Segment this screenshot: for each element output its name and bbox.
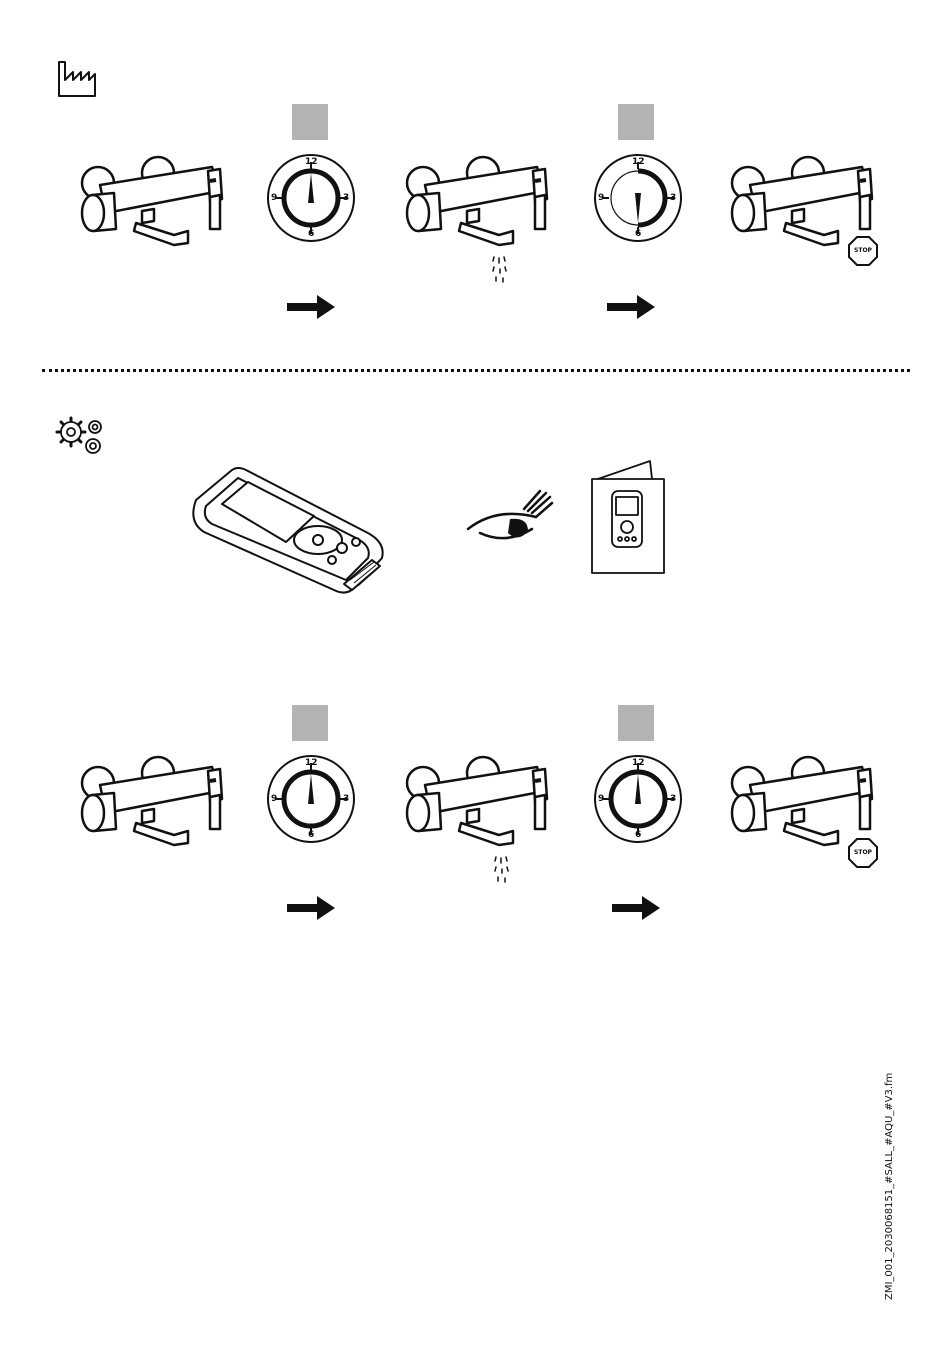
dial-label-9: 9 xyxy=(271,193,277,203)
dial-full: 12 3 6 9 xyxy=(593,754,683,844)
step-box xyxy=(618,705,654,741)
water-drops-icon xyxy=(490,255,510,285)
stop-sign-icon: STOP xyxy=(848,236,878,266)
remote-control-device xyxy=(186,462,396,597)
arrow-right-icon xyxy=(287,295,335,319)
stop-label: STOP xyxy=(848,849,878,856)
dial-label-6: 6 xyxy=(635,830,641,840)
document-code-text: ZMI_001_2030068151_#SALL_#AQU_#V3.fm xyxy=(884,1073,895,1300)
step-box xyxy=(292,705,328,741)
dial-label-9: 9 xyxy=(598,193,604,203)
dial-full: 12 3 6 9 xyxy=(266,153,356,243)
dial-label-12: 12 xyxy=(632,157,645,167)
mixer-illustration xyxy=(70,755,230,855)
mixer-illustration xyxy=(395,755,555,855)
dial-label-12: 12 xyxy=(305,758,318,768)
dial-label-3: 3 xyxy=(343,193,349,203)
arrow-right-icon xyxy=(607,295,655,319)
dial-label-9: 9 xyxy=(598,794,604,804)
section-divider xyxy=(42,369,910,372)
dial-label-6: 6 xyxy=(635,229,641,239)
factory-icon xyxy=(57,60,97,98)
step-box xyxy=(618,104,654,140)
mixer-illustration xyxy=(70,155,230,255)
dial-label-3: 3 xyxy=(343,794,349,804)
dial-label-3: 3 xyxy=(670,794,676,804)
arrow-right-icon xyxy=(287,896,335,920)
eye-icon xyxy=(466,487,554,549)
manual-booklet-icon xyxy=(590,459,668,575)
dial-label-12: 12 xyxy=(305,157,318,167)
dial-label-6: 6 xyxy=(308,830,314,840)
water-drops-icon xyxy=(492,855,512,885)
stop-label: STOP xyxy=(848,247,878,254)
gears-icon xyxy=(55,416,111,458)
dial-label-9: 9 xyxy=(271,794,277,804)
dial-label-12: 12 xyxy=(632,758,645,768)
dial-full: 12 3 6 9 xyxy=(266,754,356,844)
dial-label-3: 3 xyxy=(670,193,676,203)
mixer-illustration xyxy=(395,155,555,255)
stop-sign-icon: STOP xyxy=(848,838,878,868)
step-box xyxy=(292,104,328,140)
dial-label-6: 6 xyxy=(308,229,314,239)
dial-half: 12 3 6 9 xyxy=(593,153,683,243)
arrow-right-icon xyxy=(612,896,660,920)
